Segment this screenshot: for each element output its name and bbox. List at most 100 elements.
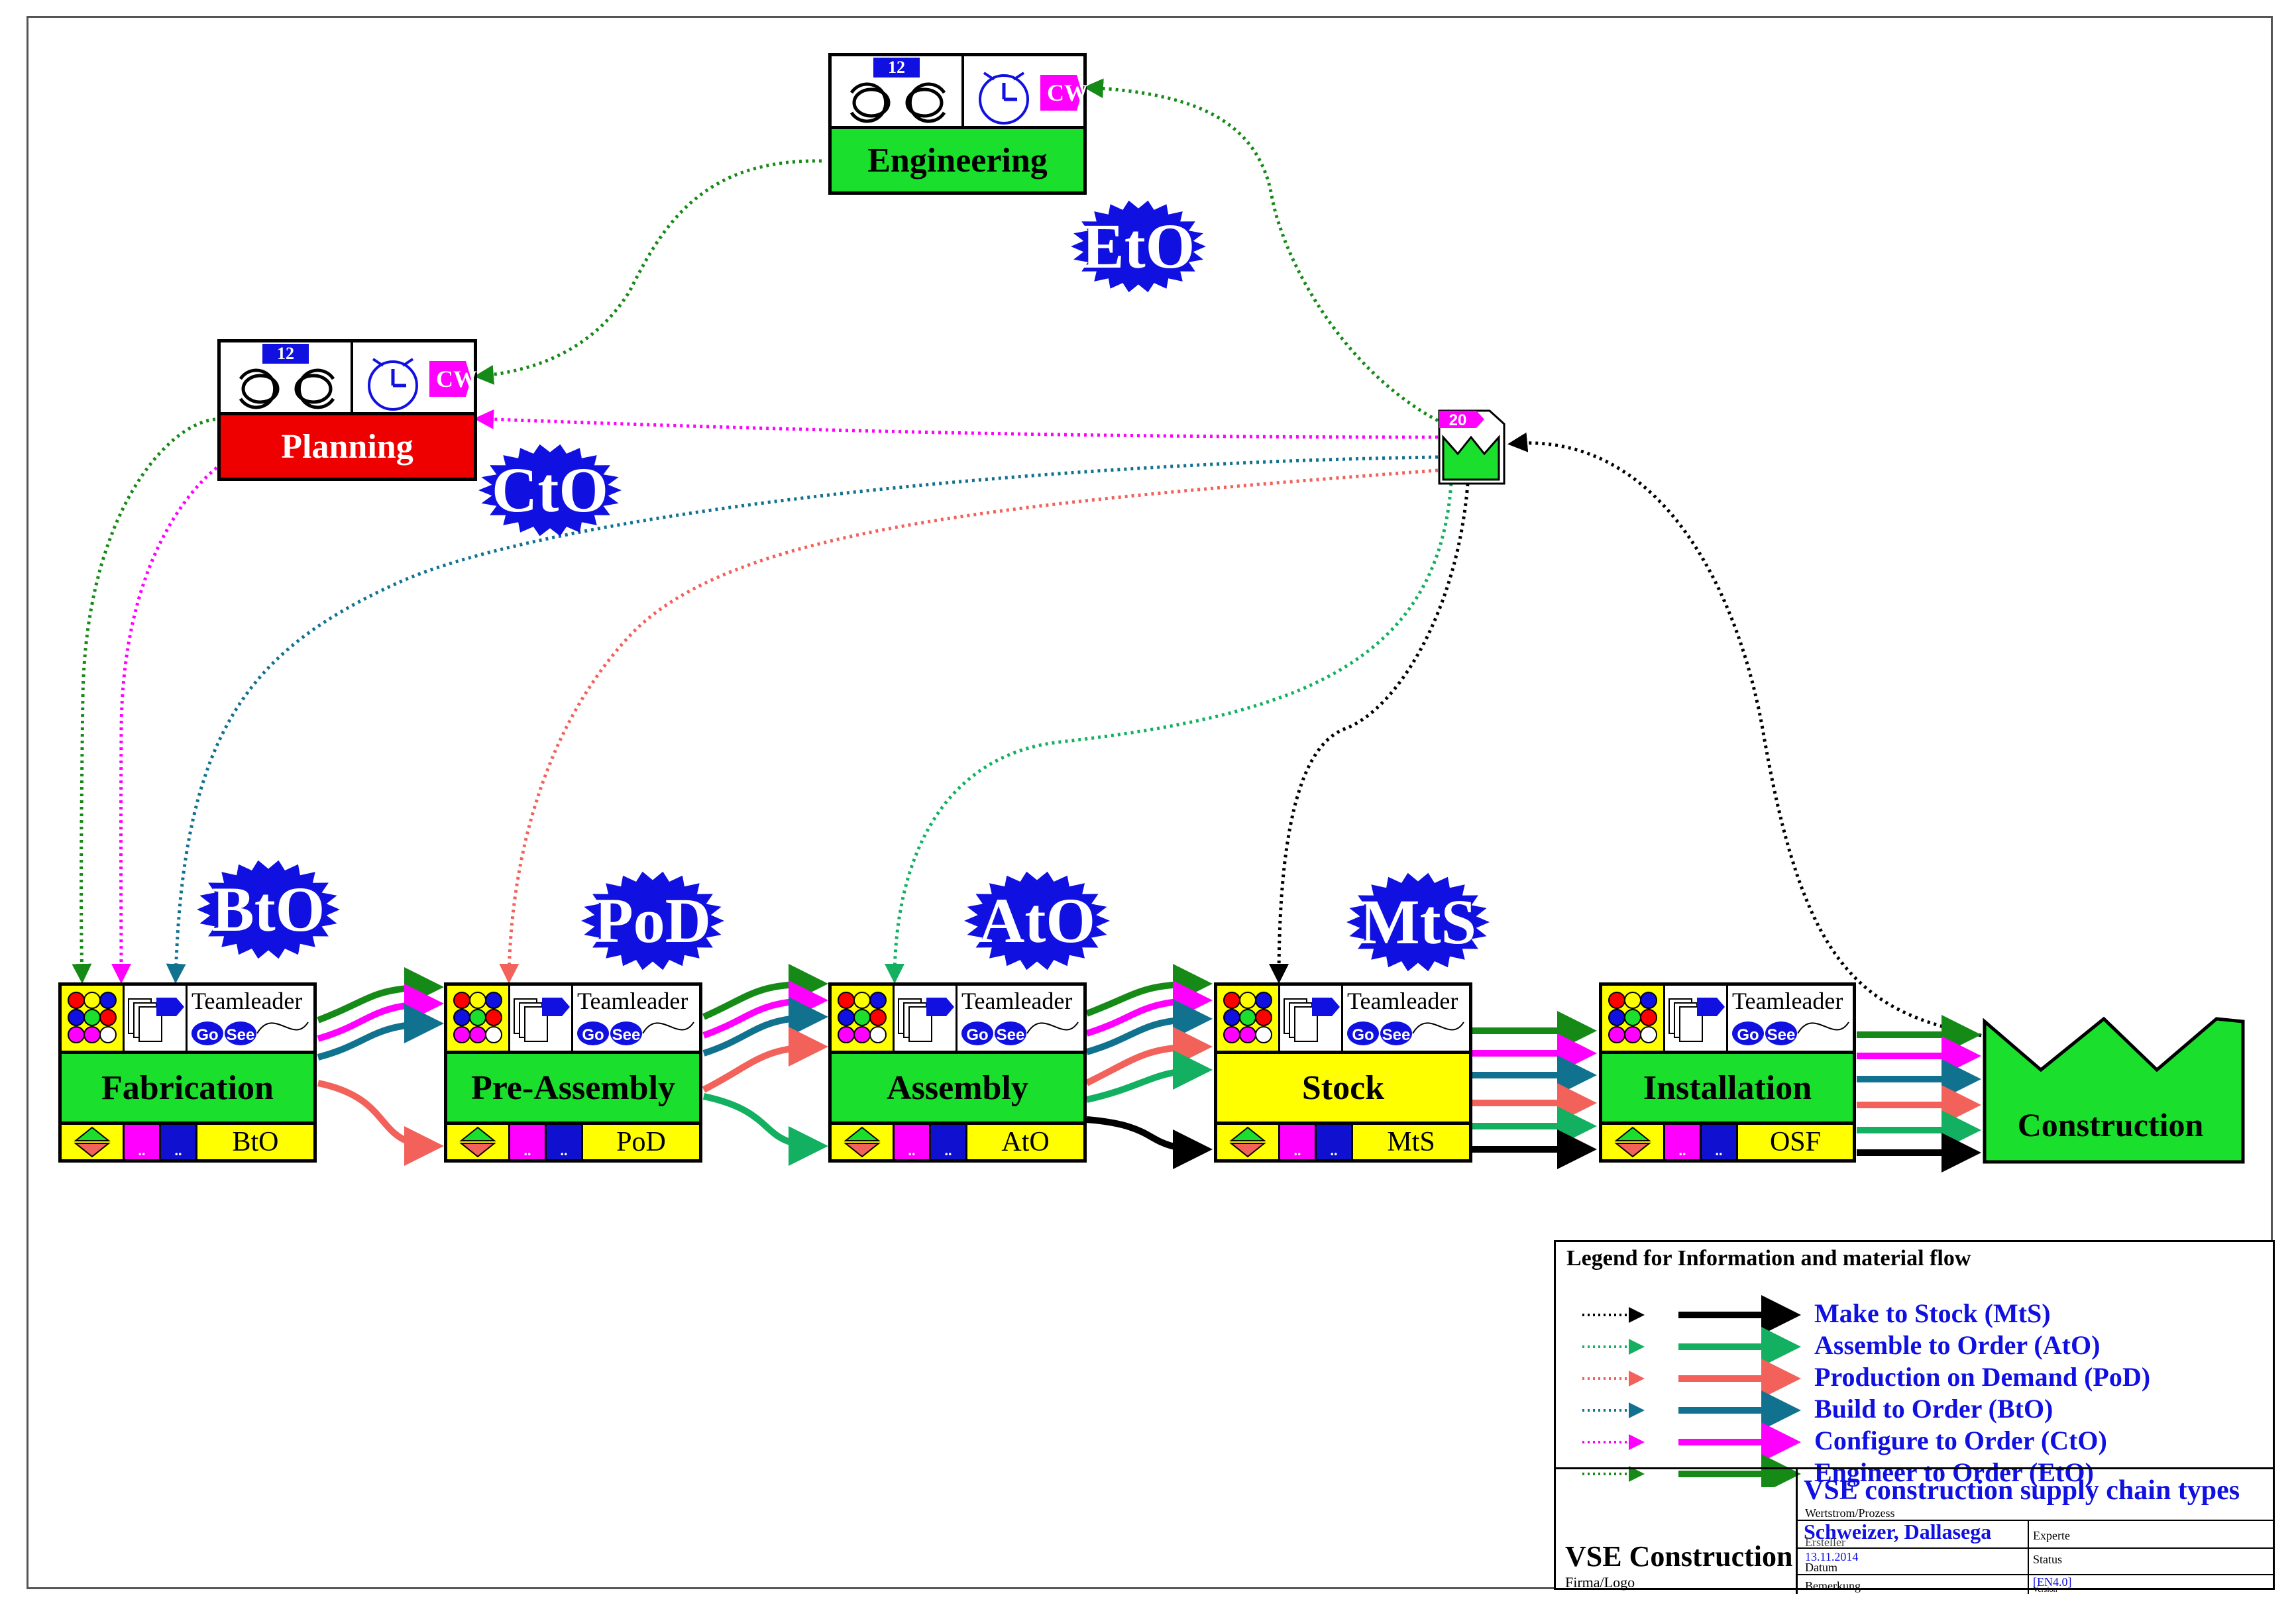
go-see-icon: Go See [1347,1021,1464,1045]
badge-eto: EtO [1071,200,1206,293]
blue-indicator: .. [929,1125,967,1159]
badge-cto: CtO [478,444,622,537]
process-header: Teamleader Go See [444,982,702,1054]
process-footer: .. .. BtO [58,1122,317,1163]
go-label: Go [966,1026,988,1044]
legend-item-label: Assemble to Order (AtO) [1814,1330,2101,1360]
authors: Schweizer, Dallasega [1804,1520,1992,1543]
legend-arrows [1582,1295,1801,1487]
legend-title: Legend for Information and material flow [1566,1246,1971,1271]
info-flow-pod-customer-preassembly [499,468,1439,984]
material-flow-pod-2 [702,1027,828,1093]
drawing-frame [27,16,2273,1589]
process-header: Teamleader Go See [1214,982,1472,1054]
info-flow-ato-customer-assembly [885,483,1453,984]
kanban-grid-cell [1602,986,1665,1051]
legend-panel: Legend for Information and material flow… [1554,1240,2275,1594]
see-label: See [1767,1026,1796,1044]
planning-title: Planning [217,412,477,481]
process-title: Fabrication [58,1051,317,1125]
legend-item-label: Build to Order (BtO) [1814,1394,2053,1424]
badge-mts: MtS [1346,872,1490,972]
process-footer: .. .. AtO [828,1122,1087,1163]
info-flow-mts-construction-customer [1507,432,1989,1039]
version-value: [EN4.0] [2033,1575,2072,1589]
info-flow-cto-customer-planning [474,409,1439,439]
construction-label: Construction [2018,1106,2204,1143]
up-down-arrows-cell [1217,1125,1278,1159]
planning-header: 12 CW [217,339,477,420]
process-header: Teamleader Go See [828,982,1087,1054]
up-down-arrows-cell [1602,1125,1663,1159]
kanban-balls-icon [68,992,117,1043]
alarm-clock-icon [979,72,1082,125]
see-label: See [612,1026,641,1044]
status-caption: Status [2033,1553,2063,1566]
kanban-grid-cell [832,986,895,1051]
badge-label: AtO [979,885,1095,956]
process-box-pre-assembly: Teamleader Go See Pre-Assembly .. .. [444,982,702,1163]
remark-caption: Bemerkung [1805,1579,1861,1593]
documents-icon [128,998,184,1042]
badge-label: MtS [1360,886,1476,957]
planning-cw-label: CW [436,366,477,392]
badge-label: BtO [212,874,325,945]
engineering-clock-cell: CW [964,56,1088,131]
see-label: See [1382,1026,1411,1044]
teamleader-cell: Teamleader Go See [957,986,1083,1051]
go-label: Go [1352,1026,1374,1044]
date-value: 13.11.2014 [1805,1550,1859,1563]
planning-count: 12 [262,344,309,364]
authors-caption: Ersteller [1805,1536,1845,1549]
material-flow-bto-3 [1085,999,1213,1055]
teamleader-label: Teamleader [1732,988,1843,1014]
badge-ato: AtO [964,871,1110,970]
engineering-cw-label: CW [1047,79,1088,106]
process-header: Teamleader Go See [58,982,317,1054]
supply-type-label: BtO [197,1125,313,1159]
process-title: Pre-Assembly [444,1051,702,1125]
material-flow-mts-3 [1086,1116,1213,1169]
version-caption: Version [2033,1585,2057,1594]
magenta-indicator: .. [508,1125,545,1159]
teamleader-cell: Teamleader Go See [188,986,313,1051]
go-see-icon: Go See [191,1021,309,1045]
material-flow-pod-3 [1085,1027,1213,1086]
material-flow-pod-1 [317,1080,444,1166]
badge-bto: BtO [197,860,340,959]
material-flow-bto-2 [702,997,828,1057]
teamleader-label: Teamleader [961,988,1073,1014]
process-box-stock: Teamleader Go See Stock .. .. MtS [1214,982,1472,1163]
supply-type-label: MtS [1353,1125,1469,1159]
process-footer: .. .. MtS [1214,1122,1472,1163]
kanban-balls-icon [453,992,502,1043]
info-flow-mts-customer-stock [1269,483,1470,984]
info-flow-cto-planning-fabrication [111,462,223,984]
blue-indicator: .. [545,1125,583,1159]
material-flow-ato-2 [702,1093,828,1166]
info-flow-bto-customer-fabrication [166,455,1439,984]
computer-glasses-icon [239,368,335,409]
legend-item-label: Engineer to Order (EtO) [1814,1457,2094,1487]
kanban-balls-icon [1223,992,1272,1043]
up-down-arrows-cell [832,1125,893,1159]
go-label: Go [196,1026,218,1044]
title-block: VSE Construction Firma/Logo VSE construc… [1556,1467,2275,1594]
alarm-clock-icon [368,358,471,411]
info-flow-eto-planning-fabrication [72,417,216,984]
legend-item-label: Configure to Order (CtO) [1814,1426,2107,1455]
engineering-header: 12 CW [828,53,1088,134]
magenta-indicator: .. [123,1125,159,1159]
legend-item-label: Make to Stock (MtS) [1814,1298,2051,1328]
document-stack-cell [125,986,188,1051]
documents-icon [1668,998,1725,1042]
customer-demand-count: 20 [1449,411,1467,429]
magenta-indicator: .. [1663,1125,1700,1159]
up-down-icon [459,1126,496,1158]
up-down-icon [74,1126,111,1158]
go-label: Go [582,1026,604,1044]
process-box-assembly: Teamleader Go See Assembly .. .. AtO [828,982,1087,1163]
badge-label: EtO [1082,211,1195,282]
material-flow-ato-3 [1085,1050,1213,1103]
